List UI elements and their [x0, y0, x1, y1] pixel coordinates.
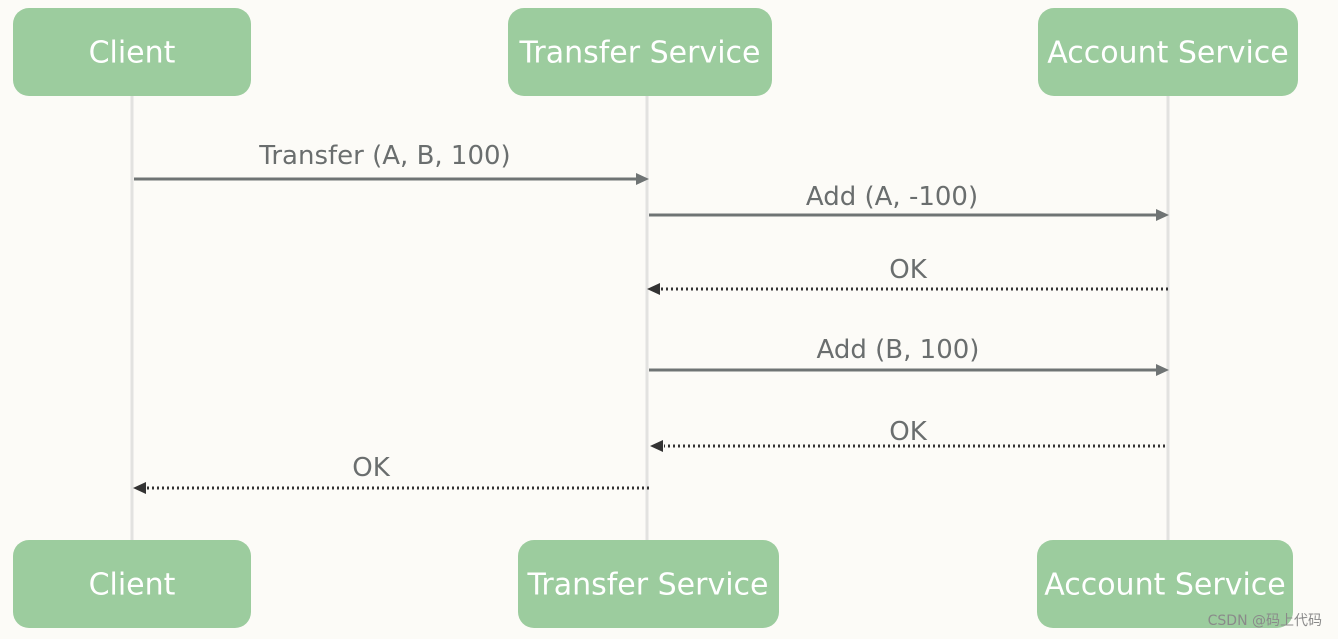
message-4-arrowhead	[1156, 364, 1169, 376]
participant-top-client-label: Client	[89, 36, 176, 71]
message-1-label: Transfer (A, B, 100)	[258, 141, 510, 171]
participant-bottom-transfer-service-label: Transfer Service	[526, 568, 768, 603]
participant-top-account-service: Account Service	[1038, 8, 1298, 96]
participant-bottom-client-label: Client	[89, 568, 176, 603]
message-3-arrowhead	[647, 283, 660, 295]
message-1-arrowhead	[636, 173, 649, 185]
message-2-arrowhead	[1156, 209, 1169, 221]
message-6-label: OK	[352, 453, 390, 483]
message-2: Add (A, -100)	[649, 182, 1169, 221]
message-5: OK	[650, 417, 1165, 452]
message-4-label: Add (B, 100)	[817, 335, 980, 365]
participant-top-transfer-service: Transfer Service	[508, 8, 772, 96]
participant-bottom-account-service: Account Service	[1037, 540, 1293, 628]
message-3-label: OK	[889, 255, 927, 285]
message-1: Transfer (A, B, 100)	[134, 141, 649, 185]
message-4: Add (B, 100)	[649, 335, 1169, 376]
message-3: OK	[647, 255, 1168, 295]
participant-top-client: Client	[13, 8, 251, 96]
participant-top-account-service-label: Account Service	[1047, 36, 1289, 71]
watermark-text: CSDN @码上代码	[1207, 613, 1322, 629]
participant-top-transfer-service-label: Transfer Service	[518, 36, 760, 71]
participant-bottom-client: Client	[13, 540, 251, 628]
message-6-arrowhead	[133, 482, 146, 494]
message-5-label: OK	[889, 417, 927, 447]
message-6: OK	[133, 453, 649, 494]
participant-bottom-account-service-label: Account Service	[1044, 568, 1286, 603]
message-5-arrowhead	[650, 440, 663, 452]
message-2-label: Add (A, -100)	[806, 182, 978, 212]
participant-bottom-transfer-service: Transfer Service	[518, 540, 779, 628]
